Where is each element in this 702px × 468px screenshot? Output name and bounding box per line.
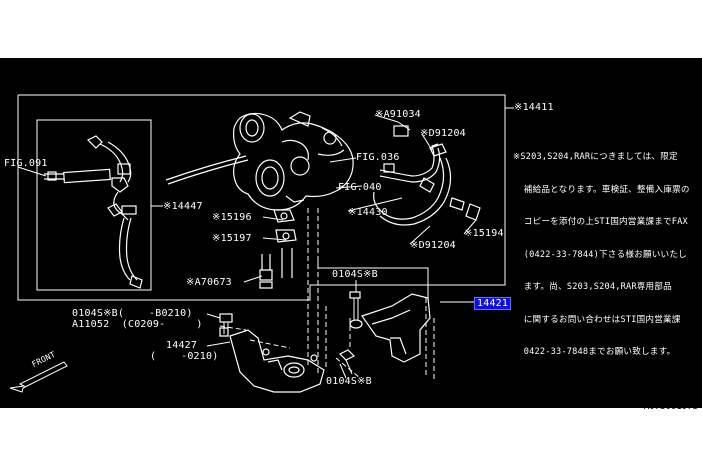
label-fig040[interactable]: FIG.040 [338,182,382,193]
drawing-number: A073001973 [643,402,698,412]
assembly-box-lower [17,95,506,301]
label-14427[interactable]: 14427 [166,340,198,351]
note-line: 補給品となります。車検証、整備入庫票の [513,184,690,195]
note-line: 0422-33-7848までお願い致します。 [513,347,676,357]
label-15197[interactable]: ※15197 [212,233,252,244]
bolt-left-drawing [219,313,233,334]
label-14430[interactable]: ※14430 [348,207,388,218]
diagram-linework [9,94,514,393]
oil-feed-line [165,155,247,181]
parts-diagram-canvas: ※14411 ※A91034 ※D91204 FIG.036 FIG.040 ※… [0,58,702,408]
note-line: (0422-33-7844)下さる様お願いいたし [513,249,687,260]
label-0104sb-left[interactable]: 0104S※B( -B0210) [72,308,193,319]
sti-note: ※S203,S204,RARにつきましては、限定 補給品となります。車検証、整備… [513,130,690,380]
bracket-14427-drawing [219,327,325,393]
label-0104sb-top[interactable]: 0104S※B [332,269,378,280]
label-14421-highlighted[interactable]: 14421 [474,297,512,310]
label-d91204-top[interactable]: ※D91204 [420,128,466,139]
bolt-top-drawing [349,280,361,320]
label-0104sb-bottom[interactable]: 0104S※B [326,376,372,387]
leader-fig091 [17,166,47,177]
note-line: ます。尚、S203,S204,RAR専用部品 [513,282,672,292]
bolt-a91034 [393,125,409,137]
oil-pipe-drawing [373,143,481,226]
label-a70673[interactable]: ※A70673 [186,277,232,288]
label-14411[interactable]: ※14411 [514,102,554,113]
label-a91034[interactable]: ※A91034 [375,109,421,120]
label-d91204-bottom[interactable]: ※D91204 [410,240,456,251]
assembly-box-outline [18,94,506,258]
label-15196[interactable]: ※15196 [212,212,252,223]
label-15194[interactable]: ※15194 [464,228,504,239]
gasket-brackets-drawing [273,209,297,278]
note-line: コピーを添付の上STI国内営業課までFAX [513,217,688,227]
bracket-14421-drawing [349,293,431,363]
label-fig091[interactable]: FIG.091 [4,158,48,169]
bolt-bottom-drawing [338,349,356,379]
label-14427-range: ( -0210) [150,351,219,362]
bolt-a70673-drawing [259,254,273,289]
label-fig036[interactable]: FIG.036 [356,152,400,163]
hose-group-box [36,119,152,291]
turbocharger-drawing [233,111,354,211]
label-a11052[interactable]: A11052 (C0209- ) [72,319,203,330]
note-line: に関するお問い合わせはSTI国内営業課 [513,314,681,325]
front-arrow-icon [9,361,68,393]
hose-assembly-drawing [44,135,143,289]
bracket-region-outline [317,258,429,298]
label-14447[interactable]: ※14447 [163,201,203,212]
note-line: ※S203,S204,RARにつきましては、限定 [513,152,678,162]
